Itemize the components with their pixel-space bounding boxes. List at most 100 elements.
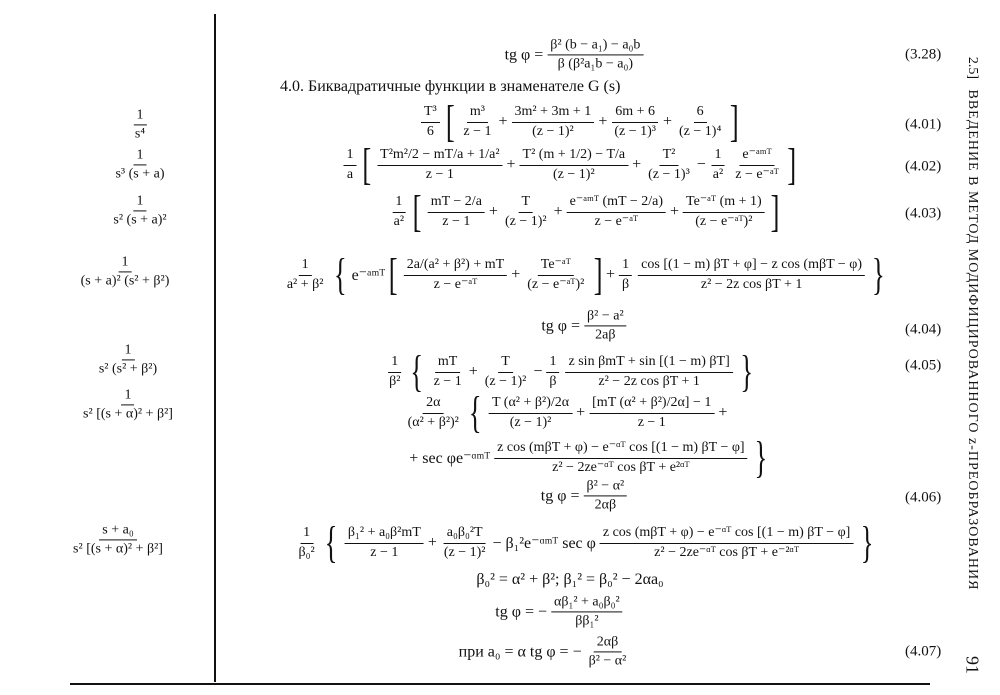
numerator: 1 (118, 254, 132, 273)
numerator: 1 (133, 147, 147, 166)
numerator: 1 (300, 525, 314, 544)
numerator: 2αβ (593, 634, 622, 653)
fraction: z cos (mβT + φ) − e⁻ᵅᵀ cos [(1 − m) βT −… (599, 525, 854, 560)
formula-text: при a₀ = α tg φ = − (458, 643, 582, 660)
denominator: a² + β² (286, 276, 324, 292)
equation-number: (4.04) (905, 321, 942, 338)
formula-text: tg φ = (540, 487, 580, 504)
formula-text: + (718, 404, 728, 421)
denominator: z − 1 (463, 123, 492, 139)
equation-number: (4.01) (905, 116, 942, 133)
numerator: [mT (α² + β²)/2α] − 1 (589, 395, 715, 414)
bracket: { (324, 518, 338, 567)
formula-text: + (498, 113, 508, 130)
formula-text: e⁻ᵃᵐᵀ (351, 267, 386, 284)
bracket: { (333, 250, 347, 299)
section-marker: 2.5] (965, 56, 980, 80)
numerator: 2α (423, 395, 444, 414)
denominator: (z − 1)³ (648, 166, 690, 182)
denominator: s⁴ (134, 126, 146, 142)
bracket: { (469, 388, 482, 437)
numerator: T²m²/2 − mT/a + 1/a² (377, 147, 503, 166)
numerator: 1 (392, 194, 406, 213)
numerator: 1 (388, 354, 402, 373)
denominator: 6 (426, 123, 434, 139)
numerator: m³ (466, 104, 488, 123)
fraction: cos [(1 − m) βT + φ] − z cos (mβT − φ)z²… (638, 257, 866, 292)
bracket: } (860, 518, 874, 567)
denominator: 2αβ (594, 497, 617, 513)
denominator: z − e⁻ᵃᵀ (735, 166, 779, 182)
numerator: z cos (mβT + φ) − e⁻ᵅᵀ cos [(1 − m) βT −… (599, 525, 854, 544)
denominator: z − e⁻ᵃᵀ (594, 213, 639, 229)
denominator: ββ₁² (575, 613, 599, 629)
denominator: (z − e⁻ᵃᵀ)² (527, 276, 585, 292)
formula-text: + (511, 266, 521, 283)
page-number: 91 (962, 656, 983, 674)
numerator: Te⁻ᵃᵀ (m + 1) (683, 194, 765, 213)
denominator: z − 1 (637, 414, 666, 430)
denominator: z² − 2ze⁻ᵅᵀ cos βT + e⁻²ᵅᵀ (654, 544, 800, 560)
denominator: a (346, 166, 354, 182)
numerator: 3m² + 3m + 1 (511, 104, 595, 123)
fraction: 3m² + 3m + 1(z − 1)² (511, 104, 595, 139)
numerator: s + a₀ (99, 522, 137, 541)
numerator: 1 (133, 107, 147, 126)
numerator: T (α² + β²)/2α (489, 395, 573, 414)
formula-text: tg φ = (504, 46, 544, 63)
denominator: z − 1 (425, 166, 454, 182)
formula-text: + sec φe⁻ᵅᵐᵀ (409, 450, 491, 467)
denominator: z² − 2ze⁻ᵅᵀ cos βT + e²ᵅᵀ (552, 459, 690, 475)
numerator: 1 (546, 354, 560, 373)
denominator: (z − 1)² (509, 414, 552, 430)
equation-number: (3.28) (905, 46, 942, 63)
formula-text: tg φ = − (495, 603, 547, 620)
numerator: 1 (121, 387, 135, 406)
section-heading: 4.0. Биквадратичные функции в знаменател… (280, 78, 621, 95)
formula-text: + (488, 203, 498, 220)
bracket: ] (593, 250, 603, 299)
denominator: s³ (s + a) (115, 166, 165, 182)
denominator: (z − 1)⁴ (679, 123, 722, 139)
fraction: T(z − 1)² (502, 194, 550, 229)
denominator: z² − 2z cos βT + 1 (700, 276, 803, 292)
fraction: z sin βmT + sin [(1 − m) βT]z² − 2z cos … (565, 354, 733, 389)
equation-number: (4.02) (905, 158, 942, 175)
formula-text: + (598, 113, 608, 130)
formula-text: β₀² = α² + β²; β₁² = β₀² − 2αa₀ (476, 571, 664, 588)
bracket: } (739, 347, 753, 396)
numerator: T (518, 194, 534, 213)
fraction: T² (m + 1/2) − T/a(z − 1)² (519, 147, 629, 182)
equation-number: (4.05) (905, 357, 942, 374)
denominator: 2aβ (595, 327, 616, 343)
fraction: Te⁻ᵃᵀ(z − e⁻ᵃᵀ)² (524, 257, 587, 292)
numerator: β₁² + a₀β²mT (344, 525, 424, 544)
numerator: T² (m + 1/2) − T/a (519, 147, 629, 166)
denominator: (z − 1)² (553, 166, 595, 182)
bracket: [ (362, 140, 372, 189)
numerator: 1 (121, 342, 135, 361)
transform-4-04: 1(s + a)² (s² + β²) (75, 254, 176, 289)
